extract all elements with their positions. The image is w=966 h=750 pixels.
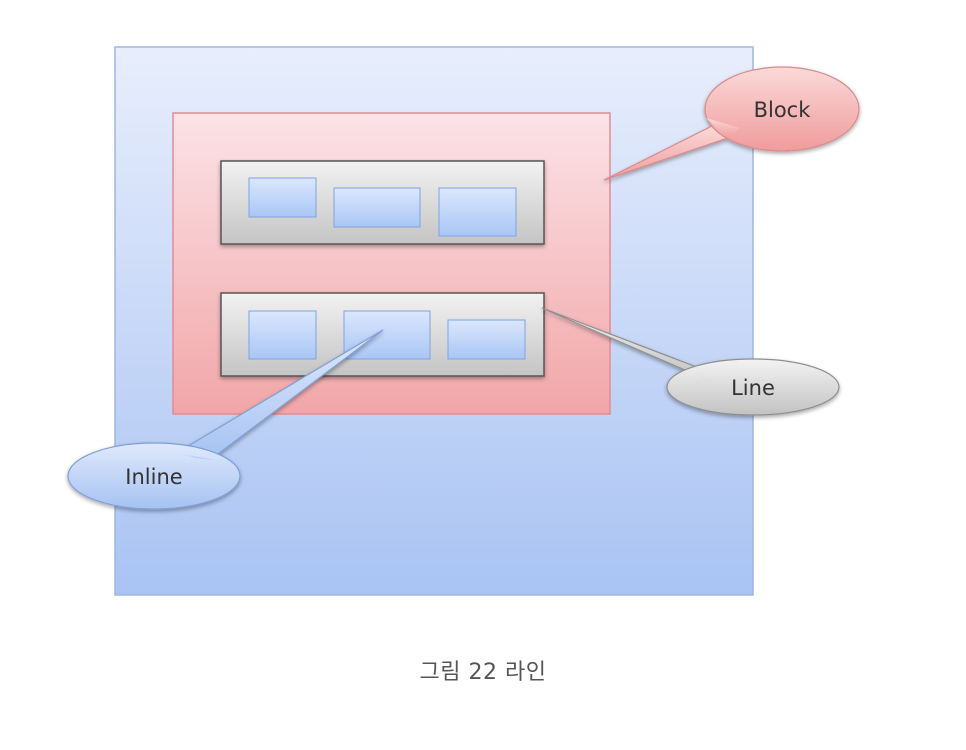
block-callout-label: Block <box>754 98 812 122</box>
layout-diagram: Block Line Inline <box>67 46 860 596</box>
inline-callout-label: Inline <box>125 465 182 489</box>
inline-box <box>343 310 431 360</box>
inline-box <box>248 177 317 218</box>
inline-box <box>438 187 517 237</box>
inline-box <box>447 319 526 360</box>
inline-callout <box>67 329 384 510</box>
line-callout <box>541 307 840 416</box>
inline-box <box>248 310 317 360</box>
figure-caption: 그림 22 라인 <box>419 660 547 685</box>
block-callout <box>603 66 860 181</box>
inline-box <box>333 187 421 228</box>
line-callout-label: Line <box>731 376 775 400</box>
